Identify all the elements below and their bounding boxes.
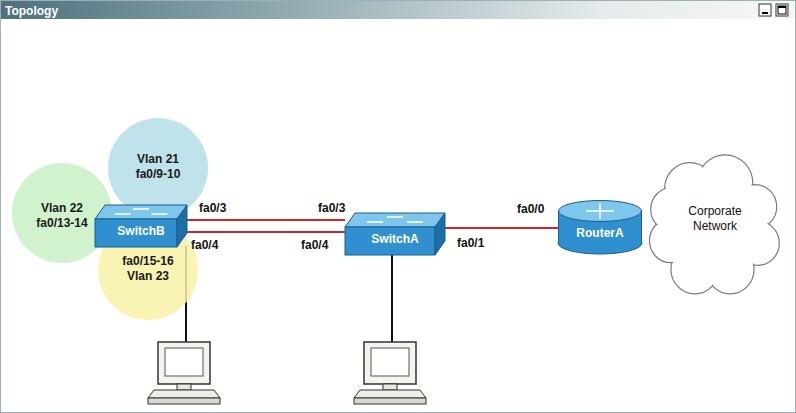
router-edge	[641, 211, 642, 243]
switch-arrow	[151, 213, 167, 215]
maximize-button	[776, 4, 788, 16]
port-label: fa0/1	[457, 236, 484, 250]
vlan-circle	[12, 163, 112, 263]
router-edge	[558, 211, 559, 243]
pc-screen	[165, 348, 203, 376]
port-label: fa0/0	[517, 202, 544, 216]
maximize-glyph	[778, 6, 786, 8]
switch-front	[345, 227, 435, 255]
router-arrow	[599, 203, 601, 219]
device-name: Corporate Network	[668, 204, 762, 234]
vlan-region: Vlan 21fa0/9-10	[108, 118, 208, 218]
pc-keyboard	[148, 390, 220, 398]
vlan-label: fa0/13-14	[36, 216, 87, 231]
cloud-outline	[649, 155, 779, 294]
switch-arrow	[133, 208, 149, 210]
router-icon: RouterA	[558, 200, 642, 254]
network-cloud: Corporate Network	[652, 160, 778, 290]
switch-front	[95, 219, 177, 247]
window-buttons	[1, 1, 796, 19]
vlan-label: fa0/15-16	[122, 254, 173, 269]
device-name: RouterA	[576, 226, 623, 241]
network-link	[187, 231, 345, 233]
switch-icon: SwitchB	[95, 205, 187, 247]
pc-cable	[391, 254, 393, 342]
switch-side	[435, 213, 445, 255]
pc-icon	[148, 342, 220, 404]
port-label: fa0/4	[301, 238, 328, 252]
pc-stand	[177, 384, 191, 390]
title-bar: Topology	[1, 1, 795, 19]
vlan-circle	[108, 118, 208, 218]
switch-arrow	[367, 221, 383, 223]
vlan-label: fa0/9-10	[136, 167, 181, 182]
vlan-region: Vlan 22fa0/13-14	[12, 163, 112, 263]
minimize-button	[759, 4, 771, 16]
switch-top	[345, 213, 445, 227]
cloud-fill	[651, 156, 778, 293]
router-top	[559, 201, 642, 222]
minimize-glyph	[762, 12, 768, 14]
window-title: Topology	[1, 4, 58, 18]
network-link	[445, 227, 558, 229]
pc-stand	[383, 384, 397, 390]
pc-screen	[371, 348, 409, 376]
pc-base	[354, 398, 426, 404]
switch-arrow	[407, 221, 423, 223]
device-name: SwitchB	[117, 224, 164, 239]
pc-icon	[354, 342, 426, 404]
vlan-label: Vlan 21	[137, 152, 179, 167]
switch-top	[95, 205, 187, 219]
pc-monitor	[364, 342, 416, 384]
maximize-glyph	[778, 6, 786, 14]
port-label: fa0/4	[191, 238, 218, 252]
network-link	[187, 219, 345, 221]
vlan-label: Vlan 23	[127, 269, 169, 284]
device-name: SwitchA	[371, 232, 418, 247]
switch-icon: SwitchA	[345, 213, 445, 255]
vlan-circle	[98, 220, 198, 320]
pc-base	[148, 398, 220, 404]
switch-arrow	[387, 216, 403, 218]
pc-keyboard	[354, 390, 426, 398]
pc-monitor	[158, 342, 210, 384]
switch-arrow	[115, 213, 131, 215]
vlan-label: Vlan 22	[41, 201, 83, 216]
port-label: fa0/3	[318, 201, 345, 215]
port-label: fa0/3	[199, 201, 226, 215]
